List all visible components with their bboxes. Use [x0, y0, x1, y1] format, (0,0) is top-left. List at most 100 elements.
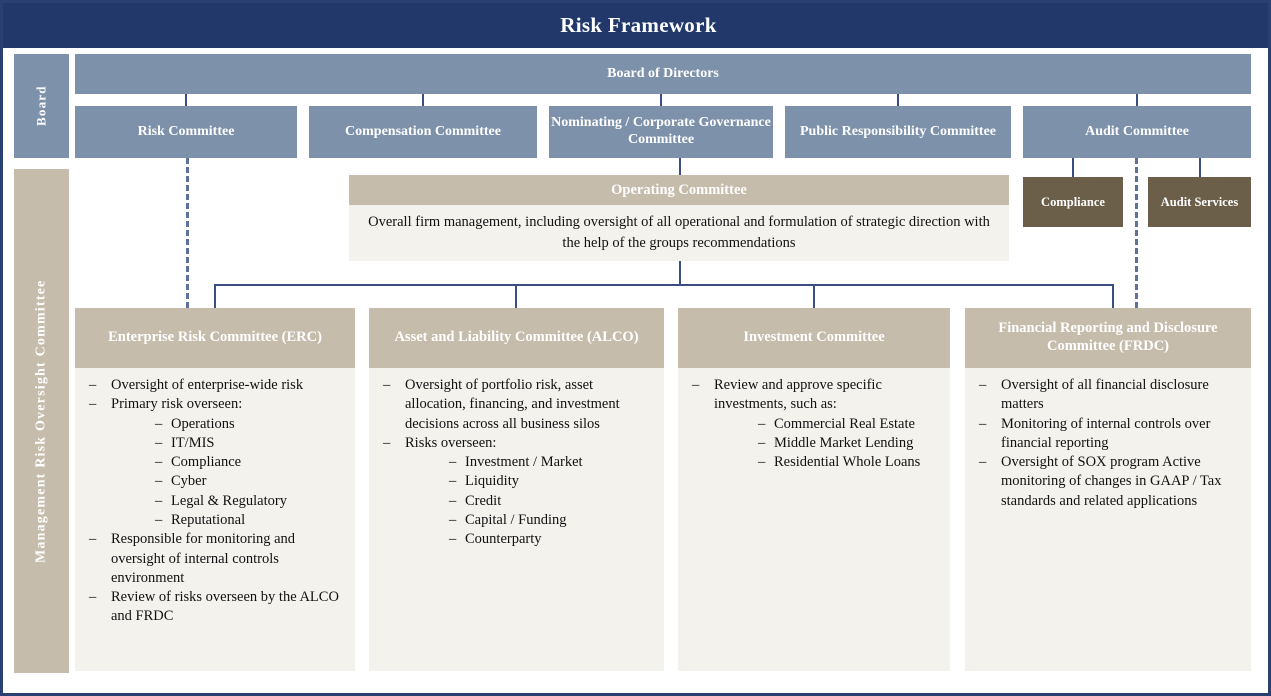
sub-bullet-item: –Investment / Market	[449, 453, 654, 472]
bullet-item: –Oversight of enterprise-wide risk	[81, 376, 345, 395]
node-board-of-directors[interactable]: Board of Directors	[75, 54, 1251, 94]
bullet-text: Oversight of SOX program Active monitori…	[1001, 454, 1222, 509]
node-compliance[interactable]: Compliance	[1023, 177, 1123, 227]
dash-icon: –	[692, 377, 700, 393]
card-financial-reporting-and-disclosure-committee[interactable]: Financial Reporting and Disclosure Commi…	[965, 308, 1251, 671]
sub-bullet-text: Counterparty	[465, 531, 542, 548]
node-compensation-committee[interactable]: Compensation Committee	[309, 106, 537, 158]
bullet-item: –Oversight of SOX program Active monitor…	[971, 453, 1241, 511]
sub-bullet-text: Liquidity	[465, 473, 519, 490]
bullet-item: –Oversight of portfolio risk, asset allo…	[375, 376, 654, 434]
card-title-alco: Asset and Liability Committee (ALCO)	[369, 308, 664, 368]
connector-audit-to-audit-services	[1199, 158, 1201, 177]
dash-icon: –	[758, 415, 766, 432]
dashed-connector-risk-committee-to-erc	[186, 158, 189, 308]
card-body-frdc: –Oversight of all financial disclosure m…	[965, 368, 1251, 671]
connector-bod-to-nominating-committee	[660, 94, 662, 106]
bullet-list-alco: –Oversight of portfolio risk, asset allo…	[375, 376, 654, 550]
dash-icon: –	[979, 415, 987, 432]
node-nominating-corporate-governance-committee[interactable]: Nominating / Corporate Governance Commit…	[549, 106, 773, 158]
node-operating-committee-description: Overall firm management, including overs…	[349, 205, 1009, 261]
sub-bullet-text: Credit	[465, 492, 502, 509]
dash-icon: –	[155, 511, 163, 528]
bullet-list-frdc: –Oversight of all financial disclosure m…	[971, 376, 1241, 511]
sub-bullet-item: –Capital / Funding	[449, 511, 654, 530]
page-title: Risk Framework	[3, 3, 1268, 48]
rail-label-board: Board	[14, 54, 69, 158]
dash-icon: –	[89, 396, 97, 413]
sub-bullet-text: Residential Whole Loans	[774, 454, 921, 471]
bullet-text: Oversight of all financial disclosure ma…	[1001, 377, 1209, 413]
sub-bullet-item: –Legal & Regulatory	[155, 492, 345, 511]
sub-bullet-text: Capital / Funding	[465, 511, 567, 528]
dash-icon: –	[155, 492, 163, 509]
dash-icon: –	[979, 454, 987, 471]
sub-bullet-item: –IT/MIS	[155, 434, 345, 453]
connector-bus-to-frdc	[1112, 284, 1114, 308]
bullet-item: –Review of risks overseen by the ALCO an…	[81, 588, 345, 627]
connector-audit-to-compliance	[1072, 158, 1074, 177]
card-body-erc: –Oversight of enterprise-wide risk–Prima…	[75, 368, 355, 671]
dash-icon: –	[155, 434, 163, 451]
connector-horizontal-bus	[214, 284, 1114, 286]
card-title-frdc: Financial Reporting and Disclosure Commi…	[965, 308, 1251, 368]
card-enterprise-risk-committee[interactable]: Enterprise Risk Committee (ERC) –Oversig…	[75, 308, 355, 671]
card-body-alco: –Oversight of portfolio risk, asset allo…	[369, 368, 664, 671]
sub-bullet-text: Compliance	[171, 454, 242, 471]
card-title-erc: Enterprise Risk Committee (ERC)	[75, 308, 355, 368]
dash-icon: –	[449, 454, 457, 471]
connector-bod-to-audit-committee	[1136, 94, 1138, 106]
dash-icon: –	[383, 434, 391, 451]
bullet-text: Monitoring of internal controls over fin…	[1001, 415, 1211, 451]
card-investment-committee[interactable]: Investment Committee –Review and approve…	[678, 308, 950, 671]
sub-bullet-text: Reputational	[171, 511, 246, 528]
card-title-investment-committee: Investment Committee	[678, 308, 950, 368]
dash-icon: –	[449, 531, 457, 548]
bullet-text: Review of risks overseen by the ALCO and…	[111, 589, 339, 625]
connector-bod-to-public-responsibility-committee	[897, 94, 899, 106]
card-asset-and-liability-committee[interactable]: Asset and Liability Committee (ALCO) –Ov…	[369, 308, 664, 671]
dash-icon: –	[155, 473, 163, 490]
bullet-list-erc: –Oversight of enterprise-wide risk–Prima…	[81, 376, 345, 627]
rail-label-management-risk-oversight-committee: Management Risk Oversight Committee	[14, 169, 69, 673]
dash-icon: –	[449, 473, 457, 490]
sub-bullet-item: –Operations	[155, 415, 345, 434]
bullet-text: Oversight of enterprise-wide risk	[111, 377, 304, 393]
dashed-connector-audit-committee-to-frdc	[1135, 158, 1138, 308]
dash-icon: –	[155, 454, 163, 471]
connector-bod-to-risk-committee	[185, 94, 187, 106]
bullet-text: Risks overseen:	[405, 434, 497, 451]
sub-bullet-list: –Operations–IT/MIS–Compliance–Cyber–Lega…	[111, 415, 345, 531]
node-risk-committee[interactable]: Risk Committee	[75, 106, 297, 158]
sub-bullet-item: –Counterparty	[449, 530, 654, 549]
connector-bus-to-erc	[214, 284, 216, 308]
sub-bullet-item: –Residential Whole Loans	[758, 453, 940, 472]
bullet-item: –Review and approve specific investments…	[684, 376, 940, 472]
dash-icon: –	[758, 434, 766, 451]
sub-bullet-item: –Cyber	[155, 472, 345, 491]
card-body-investment-committee: –Review and approve specific investments…	[678, 368, 950, 671]
sub-bullet-list: –Investment / Market–Liquidity–Credit–Ca…	[405, 453, 654, 549]
bullet-item: –Responsible for monitoring and oversigh…	[81, 530, 345, 588]
dash-icon: –	[89, 531, 97, 548]
dash-icon: –	[979, 377, 987, 393]
connector-bus-to-alco	[515, 284, 517, 308]
sub-bullet-text: IT/MIS	[171, 434, 215, 451]
bullet-text: Primary risk overseen:	[111, 396, 243, 413]
dash-icon: –	[89, 589, 97, 606]
node-audit-committee[interactable]: Audit Committee	[1023, 106, 1251, 158]
connector-bus-to-investment-committee	[813, 284, 815, 308]
sub-bullet-list: –Commercial Real Estate–Middle Market Le…	[714, 415, 940, 473]
node-public-responsibility-committee[interactable]: Public Responsibility Committee	[785, 106, 1011, 158]
node-audit-services[interactable]: Audit Services	[1148, 177, 1251, 227]
sub-bullet-item: –Credit	[449, 492, 654, 511]
bullet-text: Responsible for monitoring and oversight…	[111, 531, 296, 586]
sub-bullet-item: –Commercial Real Estate	[758, 415, 940, 434]
node-operating-committee-title[interactable]: Operating Committee	[349, 175, 1009, 205]
bullet-text: Review and approve specific investments,…	[714, 377, 882, 413]
connector-operating-committee-stem	[679, 261, 681, 284]
sub-bullet-item: –Compliance	[155, 453, 345, 472]
connector-to-operating-committee	[679, 158, 681, 175]
connector-bod-to-compensation-committee	[422, 94, 424, 106]
dash-icon: –	[449, 511, 457, 528]
